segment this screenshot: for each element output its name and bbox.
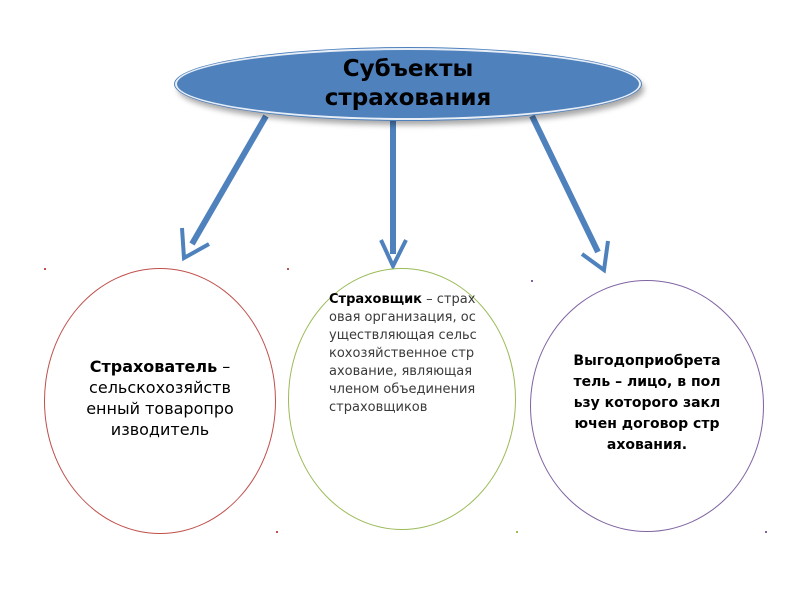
- node-insured-term: Страхователь: [89, 357, 218, 376]
- handle-dot: [287, 268, 289, 270]
- title-ellipse: Субъекты страхования: [175, 48, 641, 120]
- handle-dot: [44, 268, 46, 270]
- handle-dot: [531, 280, 533, 282]
- arrow-left: [189, 114, 269, 246]
- handle-dot: [516, 531, 518, 533]
- arrow-left-head: [180, 227, 210, 262]
- arrow-right-head: [580, 240, 610, 274]
- node-beneficiary-definition: – лицо, в пользу которого заключен догов…: [573, 373, 721, 453]
- handle-dot: [765, 531, 767, 533]
- node-insured: Страхователь – сельскохозяйственный това…: [44, 268, 276, 534]
- node-insured-definition: – сельскохозяйственный товаропроизводите…: [86, 357, 234, 439]
- handle-dot: [276, 531, 278, 533]
- node-insurer-term: Страховщик: [329, 292, 422, 307]
- node-insurer: Страховщик – страховая организация, осущ…: [288, 268, 516, 530]
- diagram-title: Субъекты страхования: [324, 56, 492, 111]
- node-beneficiary-text: Выгодоприобретатель – лицо, в пользу кот…: [572, 351, 722, 456]
- node-insurer-definition: – страховая организация, осуществляющая …: [329, 292, 477, 415]
- arrow-center-head: [379, 239, 408, 271]
- arrow-right: [529, 114, 601, 254]
- node-insurer-text: Страховщик – страховая организация, осущ…: [329, 291, 479, 417]
- node-insured-text: Страхователь – сельскохозяйственный това…: [85, 356, 235, 440]
- node-beneficiary: Выгодоприобретатель – лицо, в пользу кот…: [530, 280, 764, 532]
- node-beneficiary-term: Выгодоприобретатель: [573, 352, 721, 390]
